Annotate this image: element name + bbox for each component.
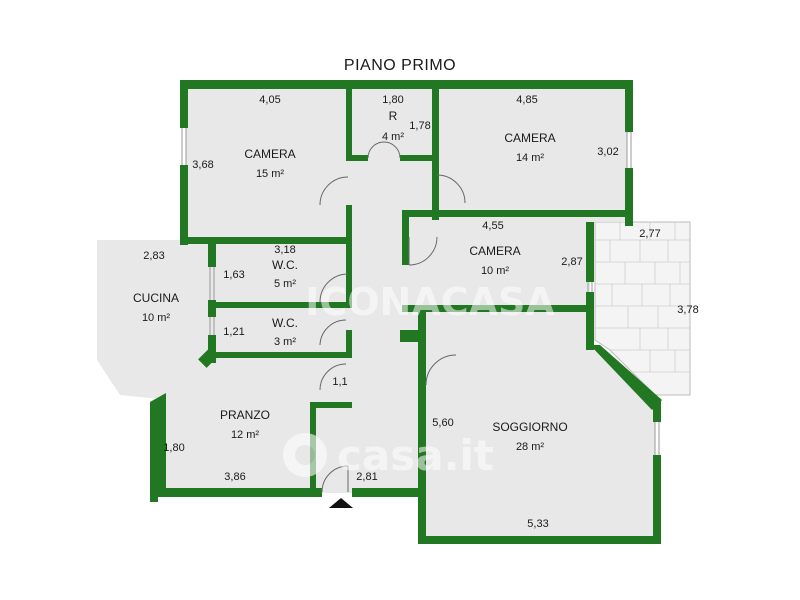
dim-label: 3,02 [597,146,618,158]
entrance-arrow-icon [329,498,353,508]
dim-label: 3,86 [224,471,245,483]
dimension-labels: 4,05 1,80 1,78 4,85 3,68 3,02 4,55 3,18 … [143,94,698,530]
floor-title: PIANO PRIMO [344,57,456,74]
room-name-camera-nw: CAMERA [244,147,295,161]
room-area-wc-lower: 3 m² [274,336,296,348]
room-area-ripostiglio: 4 m² [382,131,404,143]
room-area-soggiorno: 28 m² [516,441,544,453]
room-name-wc-lower: W.C. [272,316,298,330]
dim-label: 2,87 [561,256,582,268]
dim-label: 5,60 [432,417,453,429]
room-name-pranzo: PRANZO [220,408,270,422]
dim-label: 4,05 [259,94,280,106]
agency-watermark: ICONACASA [305,280,555,324]
room-labels: CAMERA 15 m² R 4 m² CAMERA 14 m² CAMERA … [133,109,568,453]
dim-label: 3,68 [192,159,213,171]
room-name-ripostiglio: R [389,109,398,123]
dim-label: 4,55 [482,220,503,232]
dim-label: 1,63 [223,269,244,281]
dim-label: 3,18 [274,244,295,256]
door-swings [319,141,466,493]
dim-label: 1,80 [163,442,184,454]
dim-label: 2,77 [639,228,660,240]
cucina-floor [97,240,212,400]
portal-watermark: casa.it [337,431,494,480]
room-area-camera-nw: 15 m² [256,168,284,180]
windows [181,128,660,455]
casa-logo-icon [283,433,327,477]
dim-label: 2,83 [143,250,164,262]
watermarks: ICONACASA casa.it [283,280,555,480]
dim-label: 1,21 [223,326,244,338]
room-name-camera-e: CAMERA [469,244,520,258]
room-area-wc-upper: 5 m² [274,278,296,290]
dim-label: 4,85 [516,94,537,106]
room-name-camera-ne: CAMERA [504,131,555,145]
dim-label: 1,80 [382,94,403,106]
room-area-camera-e: 10 m² [481,265,509,277]
room-name-wc-upper: W.C. [272,258,298,272]
room-name-soggiorno: SOGGIORNO [492,420,567,434]
room-area-camera-ne: 14 m² [516,152,544,164]
room-area-cucina: 10 m² [142,312,170,324]
room-area-pranzo: 12 m² [231,429,259,441]
dim-label: 3,78 [677,304,698,316]
dim-label: 1,78 [409,120,430,132]
dim-label: 2,81 [356,471,377,483]
dim-label: 1,1 [332,376,347,388]
dim-label: 5,33 [527,518,548,530]
room-name-cucina: CUCINA [133,291,179,305]
terrace-tiles [595,222,690,373]
